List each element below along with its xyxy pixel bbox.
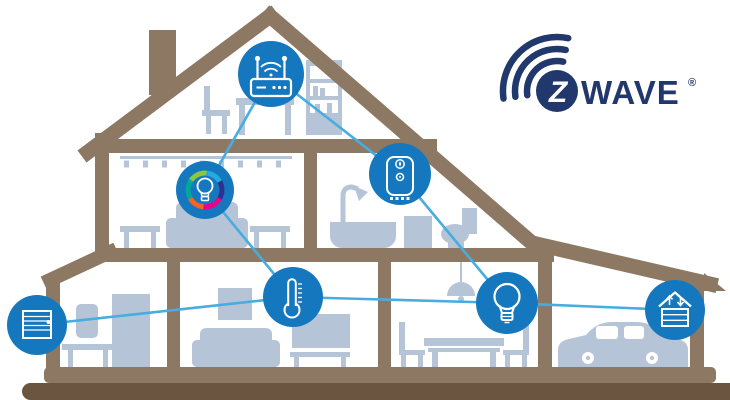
left-room-wall [167,262,180,372]
zwave-logo: Z WAVE ® [499,33,696,112]
wall-cabinet [76,304,98,338]
wifi-router-icon [249,55,293,98]
garage-roof-tip [704,273,726,291]
zwave-wordmark: WAVE [581,74,680,111]
roof-right-slope [259,5,551,261]
bathroom-cabinet [404,216,432,248]
device-smart-bulb [476,272,538,334]
pendant-lamp [447,262,475,302]
car [558,322,688,370]
downstairs-left-room-furniture [62,294,150,367]
bathtub [330,222,396,248]
roof-left-slope [77,5,281,163]
small-table [62,344,114,367]
living-bathroom-wall [304,152,317,250]
tv-stand [290,352,350,367]
garage-furniture [558,322,688,370]
dining-chair-right [503,322,529,367]
device-thermostat [263,267,323,327]
zwave-radio-waves-icon [499,33,572,102]
house-floor [44,367,716,383]
dining-garage-wall [538,248,552,372]
ground [22,383,730,400]
device-window-blinds [7,295,67,355]
rgb-bulb-icon [185,170,225,210]
device-garage-door-opener [645,280,705,340]
device-rgb-smart-bulb [176,161,234,219]
second-floor-left-wall [95,133,109,257]
bathroom-furniture [330,184,477,248]
dining-chair-left [399,322,425,367]
attic-chair [202,86,230,134]
blinds-icon [22,310,52,339]
side-table-right [250,226,290,248]
dining-room-furniture [399,262,529,367]
garage-roof [532,236,719,293]
left-porch-roof [40,242,120,290]
blinds-pull-cord [46,320,51,324]
connection-thermostat-blinds [36,295,294,327]
side-table-left [120,226,160,248]
thermometer-icon [283,278,302,319]
light-bulb-icon [493,282,521,324]
registered-trademark-symbol: ® [688,77,696,89]
device-router [238,41,304,107]
connection-thermostat-bulb [292,295,508,305]
dining-table [424,338,504,367]
shower-head [354,186,368,201]
water-heater-icon [386,156,414,200]
device-water-heater [369,143,431,205]
living-dining-wall [378,262,391,372]
zwave-z-letter: Z [548,76,569,109]
shower-pipe [340,184,359,224]
house-structure [22,5,730,400]
track-lighting [120,156,292,168]
garage-door-icon [658,291,692,327]
first-floor-ceiling-beam [104,248,554,262]
attic-floor-beam [95,139,437,153]
zwave-z-badge [536,70,578,112]
toilet [441,208,477,248]
downstairs-sofa [192,328,280,367]
refrigerator [112,294,150,367]
